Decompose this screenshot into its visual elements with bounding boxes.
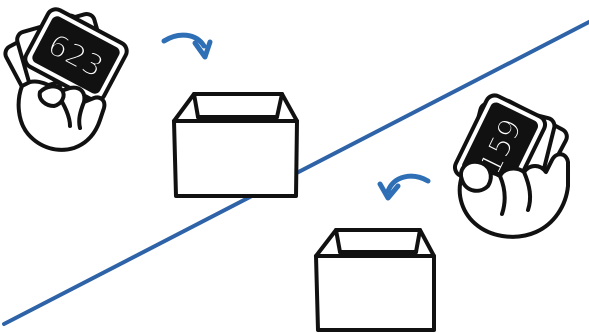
curved-arrow-right-down-icon — [164, 35, 210, 57]
hand-holding-cards-icon: 159 — [452, 92, 570, 236]
open-box-icon — [316, 230, 434, 330]
curved-arrow-left-down-icon — [380, 176, 428, 198]
hand-holding-cards-icon: 623 — [3, 6, 130, 150]
open-box-icon — [174, 94, 297, 196]
